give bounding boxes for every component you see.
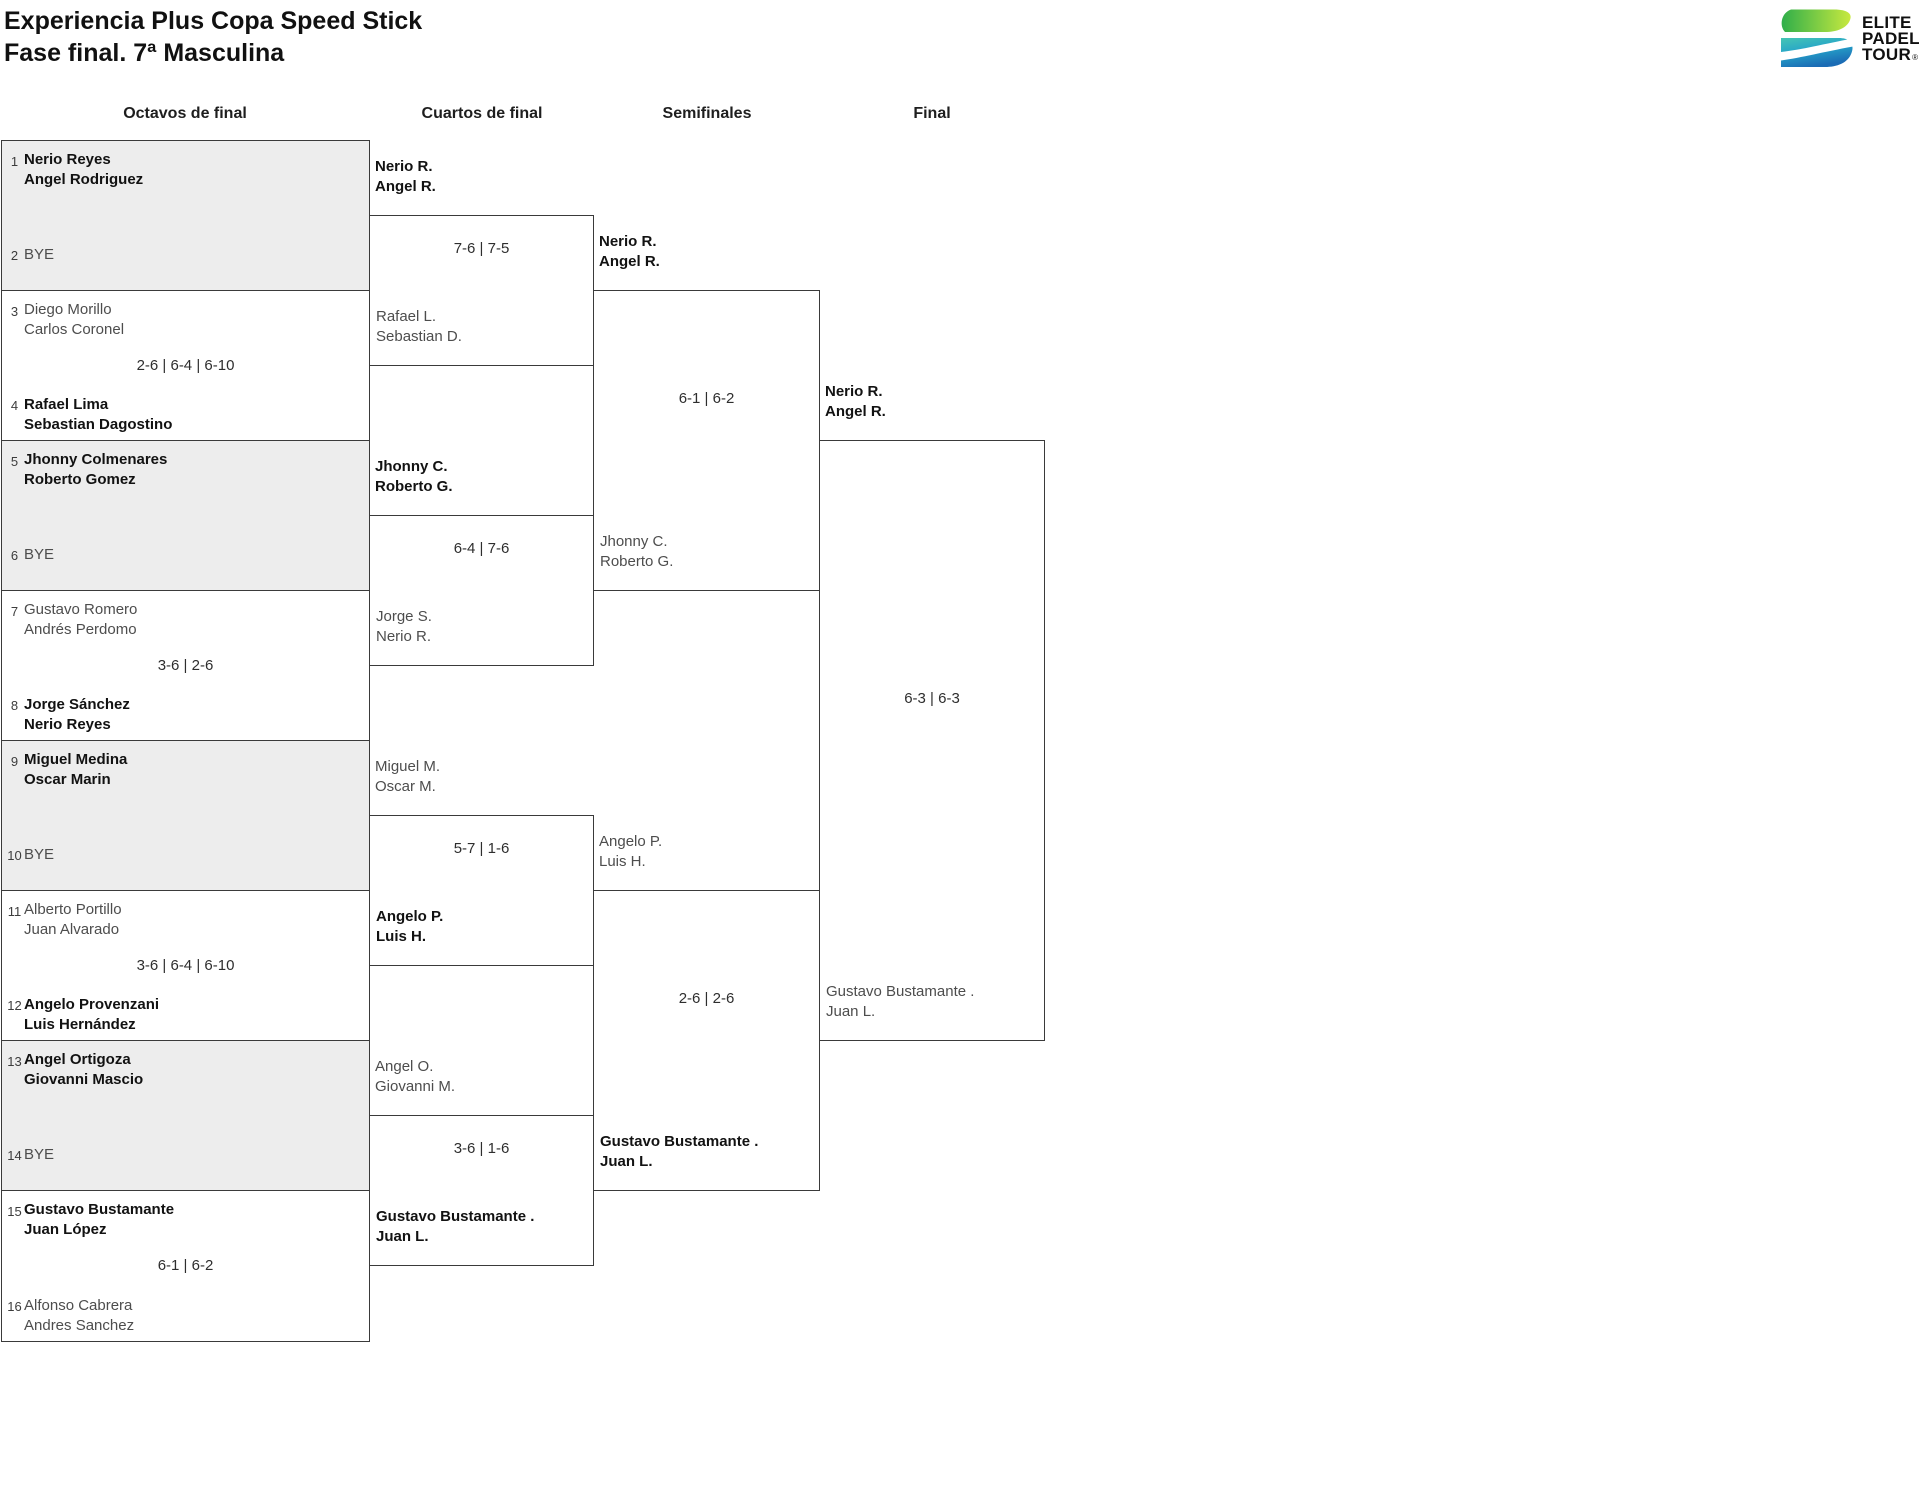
- team-label-winner: Angelo Provenzani Luis Hernández: [24, 996, 160, 1033]
- seed-number: 10: [7, 848, 22, 863]
- match-box-qf-2: Jorge S.Nerio R.: [369, 515, 594, 666]
- team-label: Angelo P.Luis H.: [599, 833, 663, 870]
- match-r16-2: 3 Diego Morillo Carlos Coronel 2-6 | 6-4…: [2, 291, 369, 441]
- team-label-winner: Jhonny Colmenares Roberto Gomez: [24, 451, 168, 488]
- seed-number: 15: [7, 1204, 22, 1219]
- seed-number: 7: [10, 604, 19, 619]
- match-box-sf-1: Jhonny C.Roberto G.: [593, 290, 820, 591]
- seed-number: 1: [10, 154, 19, 169]
- team-label-winner: Nerio R.Angel R.: [375, 158, 436, 195]
- match-score: 2-6 | 2-6: [678, 990, 735, 1007]
- match-score: 6-3 | 6-3: [904, 690, 960, 707]
- seed-number: 11: [7, 904, 22, 919]
- seed-number: 5: [10, 454, 19, 469]
- team-label: Gustavo Romero Andrés Perdomo: [24, 601, 138, 638]
- team-label: Rafael L.Sebastian D.: [376, 308, 462, 345]
- elite-padel-tour-logo-icon: [1778, 7, 1854, 74]
- team-label-winner: Nerio R.Angel R.: [599, 233, 660, 270]
- team-label-winner: Jhonny C.Roberto G.: [375, 458, 453, 495]
- match-score: 3-6 | 6-4 | 6-10: [136, 957, 235, 974]
- seed-number: 12: [7, 998, 22, 1013]
- seed-number: 16: [7, 1299, 22, 1314]
- bye-label: BYE: [24, 1146, 55, 1163]
- match-r16-6: 11 Alberto Portillo Juan Alvarado 3-6 | …: [2, 891, 369, 1041]
- team-label-winner: Gustavo Bustamante .Juan L.: [600, 1133, 759, 1170]
- bye-label: BYE: [24, 246, 55, 263]
- match-box-final: Gustavo Bustamante .Juan L.: [819, 440, 1045, 1041]
- match-score: 5-7 | 1-6: [453, 840, 510, 857]
- team-label: Jhonny C.Roberto G.: [600, 533, 674, 570]
- tournament-name: Experiencia Plus Copa Speed Stick: [4, 7, 423, 35]
- team-label-winner: Angelo P.Luis H.: [376, 908, 444, 945]
- team-label-winner: Rafael Lima Sebastian Dagostino: [24, 396, 173, 433]
- team-label-winner: Nerio R.Angel R.: [825, 383, 886, 420]
- seed-number: 4: [10, 398, 19, 413]
- team-label: Jorge S.Nerio R.: [376, 608, 432, 645]
- match-box-qf-1: Rafael L.Sebastian D.: [369, 215, 594, 366]
- elite-padel-tour-logo: ELITE PADEL TOUR®: [1778, 7, 1920, 74]
- bye-label: BYE: [24, 846, 55, 863]
- team-label-winner: Jorge Sánchez Nerio Reyes: [24, 696, 130, 733]
- team-label-winner: Nerio Reyes Angel Rodriguez: [24, 151, 144, 188]
- phase-subtitle: Fase final. 7ª Masculina: [4, 39, 285, 67]
- seed-number: 2: [10, 248, 19, 263]
- match-score: 3-6 | 2-6: [157, 657, 214, 674]
- match-score: 7-6 | 7-5: [453, 240, 510, 257]
- match-score: 3-6 | 1-6: [453, 1140, 510, 1157]
- match-r16-4: 7 Gustavo Romero Andrés Perdomo 3-6 | 2-…: [2, 591, 369, 741]
- match-box-qf-3: Angelo P.Luis H.: [369, 815, 594, 966]
- team-label-winner: Gustavo Bustamante .Juan L.: [376, 1208, 535, 1245]
- team-label-winner: Gustavo Bustamante Juan López: [24, 1201, 175, 1238]
- match-r16-3: 5 Jhonny Colmenares Roberto Gomez 6 BYE: [2, 441, 369, 591]
- seed-number: 13: [7, 1054, 22, 1069]
- team-label: Miguel M.Oscar M.: [375, 758, 441, 795]
- seed-number: 6: [10, 548, 19, 563]
- bracket-column-octavos: 1 Nerio Reyes Angel Rodriguez 2 BYE 3 Di…: [1, 140, 370, 1342]
- match-score: 6-1 | 6-2: [157, 1257, 214, 1274]
- round-header-cuartos: Cuartos de final: [421, 105, 543, 122]
- team-label: Gustavo Bustamante .Juan L.: [826, 983, 975, 1020]
- match-r16-8: 15 Gustavo Bustamante Juan López 6-1 | 6…: [2, 1191, 369, 1341]
- match-r16-5: 9 Miguel Medina Oscar Marin 10 BYE: [2, 741, 369, 891]
- round-header-final: Final: [913, 105, 951, 122]
- logo-wordmark: ELITE PADEL TOUR®: [1862, 13, 1920, 64]
- team-label: Angel O.Giovanni M.: [375, 1058, 456, 1095]
- match-r16-1: 1 Nerio Reyes Angel Rodriguez 2 BYE: [2, 141, 369, 291]
- seed-number: 8: [10, 698, 19, 713]
- match-box-qf-4: Gustavo Bustamante .Juan L.: [369, 1115, 594, 1266]
- round-header-octavos: Octavos de final: [123, 105, 247, 122]
- page-title: Experiencia Plus Copa Speed Stick Fase f…: [4, 5, 422, 69]
- seed-number: 9: [10, 754, 19, 769]
- team-label: Alfonso Cabrera Andres Sanchez: [24, 1297, 135, 1334]
- match-score: 6-4 | 7-6: [453, 540, 510, 557]
- team-label: Diego Morillo Carlos Coronel: [24, 301, 125, 338]
- match-box-sf-2: Gustavo Bustamante .Juan L.: [593, 890, 820, 1191]
- round-header-semifinales: Semifinales: [662, 105, 752, 122]
- seed-number: 3: [10, 304, 19, 319]
- team-label: Alberto Portillo Juan Alvarado: [24, 901, 122, 938]
- team-label-winner: Miguel Medina Oscar Marin: [24, 751, 128, 788]
- registered-mark: ®: [1912, 53, 1919, 62]
- seed-number: 14: [7, 1148, 22, 1163]
- match-score: 6-1 | 6-2: [678, 390, 735, 407]
- match-score: 2-6 | 6-4 | 6-10: [136, 357, 235, 374]
- bye-label: BYE: [24, 546, 55, 563]
- match-r16-7: 13 Angel Ortigoza Giovanni Mascio 14 BYE: [2, 1041, 369, 1191]
- team-label-winner: Angel Ortigoza Giovanni Mascio: [24, 1051, 144, 1088]
